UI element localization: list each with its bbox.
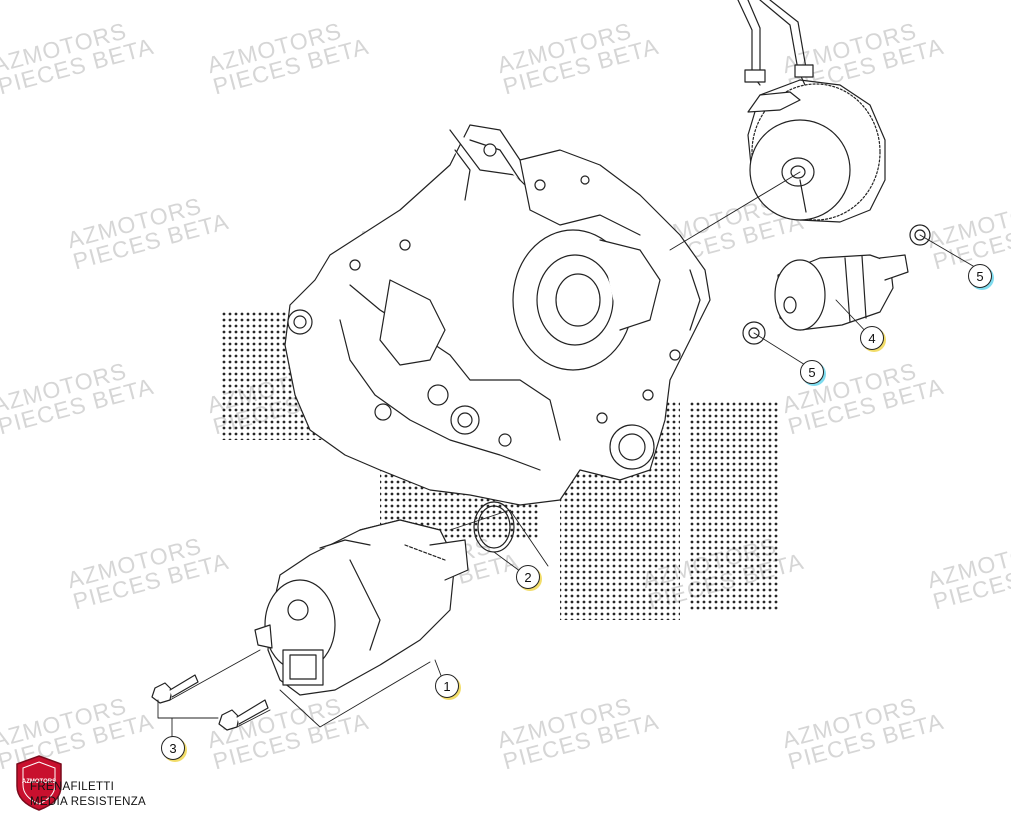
bolt-lower [218,699,269,731]
callout-3: 3 [161,736,185,760]
stator-cable [737,0,814,86]
starter-motor [254,519,469,696]
callout-5b: 5 [800,360,824,384]
callout-5a: 5 [968,264,992,288]
threadlocker-note-line1: FRENAFILETTI [30,781,115,793]
flywheel [747,79,886,223]
starter-drive [774,254,909,331]
logo-text: AZMOTORS [22,779,56,785]
threadlocker-note-line2: MEDIA RESISTENZA [30,796,146,808]
callout-4: 4 [860,326,884,350]
callout-2: 2 [516,565,540,589]
bolt-upper [151,674,199,704]
azmotors-logo: AZMOTORS [16,755,62,811]
crankcase [284,124,711,506]
callout-1: 1 [435,674,459,698]
